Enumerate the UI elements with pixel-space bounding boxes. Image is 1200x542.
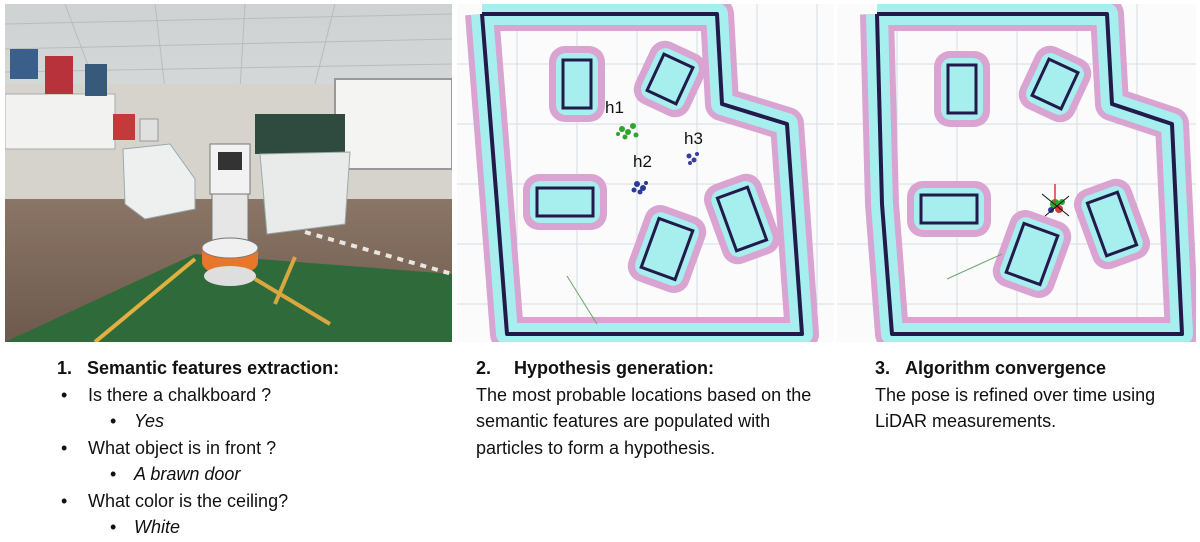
hypothesis-h3-particles	[686, 152, 699, 165]
heading-text-2: Hypothesis generation:	[514, 358, 715, 378]
question-chalkboard: Is there a chalkboard ?	[57, 382, 452, 409]
semantic-questions-list: Is there a chalkboard ? Yes What object …	[57, 382, 452, 541]
hypothesis-h2-particles	[631, 181, 648, 195]
convergence-map	[837, 4, 1196, 342]
heading-hypothesis-generation: 2. Hypothesis generation:	[476, 355, 816, 382]
hypothesis-description: The most probable locations based on the…	[476, 384, 812, 458]
answer-ceiling-color: White	[57, 514, 452, 541]
column-hypothesis-generation: 2. Hypothesis generation: The most probab…	[476, 355, 816, 461]
heading-text-1: Semantic features extraction:	[87, 358, 340, 378]
converged-pose-particles	[1041, 184, 1070, 217]
step-number-2: 2.	[476, 358, 492, 378]
step-number-3: 3.	[875, 358, 891, 378]
column-algorithm-convergence: 3. Algorithm convergence The pose is refi…	[875, 355, 1175, 435]
label-h2: h2	[633, 152, 652, 171]
question-object-in-front: What object is in front ?	[57, 435, 452, 462]
column-semantic-features: 1. Semantic features extraction: Is there…	[57, 355, 452, 541]
answer-object-in-front: A brawn door	[57, 461, 452, 488]
label-h1: h1	[605, 98, 624, 117]
occupancy-map-convergence	[837, 4, 1196, 342]
convergence-description: The pose is refined over time using LiDA…	[875, 384, 1156, 432]
heading-semantic-features: 1. Semantic features extraction:	[57, 355, 452, 382]
occupancy-map-hypotheses: h1 h2 h3	[457, 4, 834, 342]
answer-chalkboard: Yes	[57, 408, 452, 435]
question-ceiling-color: What color is the ceiling?	[57, 488, 452, 515]
hypothesis-h1-particles	[616, 123, 639, 140]
label-h3: h3	[684, 129, 703, 148]
hypothesis-map: h1 h2 h3	[457, 4, 834, 342]
step-number-1: 1.	[57, 358, 73, 378]
heading-algorithm-convergence: 3. Algorithm convergence	[875, 355, 1175, 382]
heading-text-3: Algorithm convergence	[905, 358, 1107, 378]
classroom-robot-photo	[5, 4, 452, 342]
robot-photo-illustration	[5, 4, 452, 342]
